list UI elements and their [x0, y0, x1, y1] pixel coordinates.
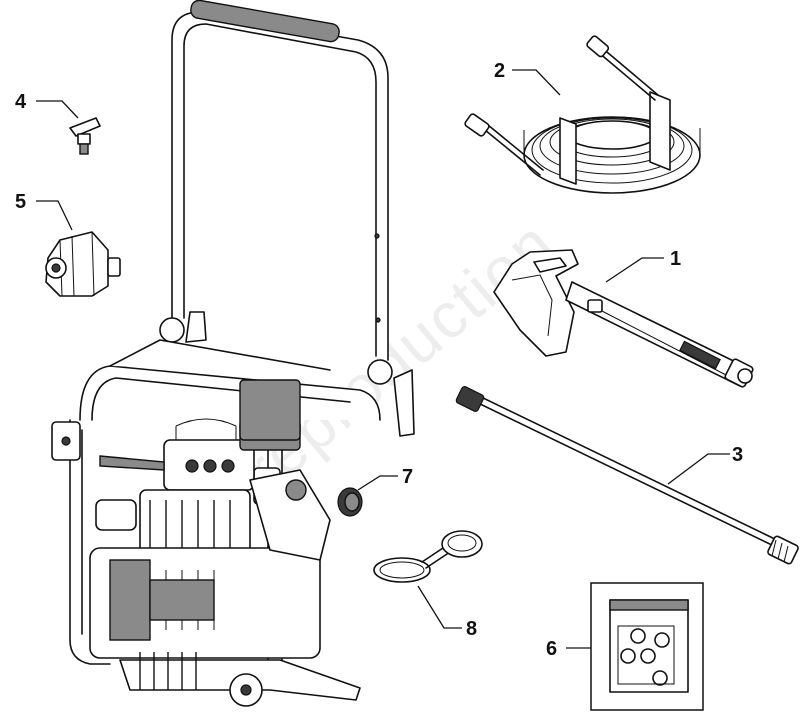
- callout-label-2: 2: [494, 60, 505, 82]
- hardware-bag-illustration: [590, 582, 704, 711]
- hose-coil-illustration: [464, 35, 701, 194]
- callout-leader-4: [36, 100, 79, 119]
- callout-label-5: 5: [15, 191, 26, 213]
- callout-label-1: 1: [670, 248, 681, 270]
- callout-leader-8: [417, 585, 462, 629]
- callout-label-7: 7: [402, 466, 413, 488]
- wand-illustration: [455, 386, 799, 565]
- callout-leader-7: [357, 475, 398, 491]
- pressure-washer-frame-illustration: [51, 0, 415, 707]
- callout-label-3: 3: [732, 444, 743, 466]
- callout-leader-1: [605, 257, 664, 283]
- callout-leader-2: [512, 69, 561, 96]
- soap-nozzle-illustration: [45, 231, 121, 297]
- cap-illustration: [373, 530, 483, 583]
- callout-leader-5: [36, 200, 73, 231]
- plug-illustration: [337, 487, 363, 517]
- callout-leader-3: [667, 453, 730, 485]
- callout-label-6: 6: [546, 638, 557, 660]
- trigger-gun-illustration: [493, 249, 754, 388]
- nozzle-tip-illustration: [69, 117, 101, 155]
- callout-label-8: 8: [466, 618, 477, 640]
- callout-label-4: 4: [15, 91, 27, 113]
